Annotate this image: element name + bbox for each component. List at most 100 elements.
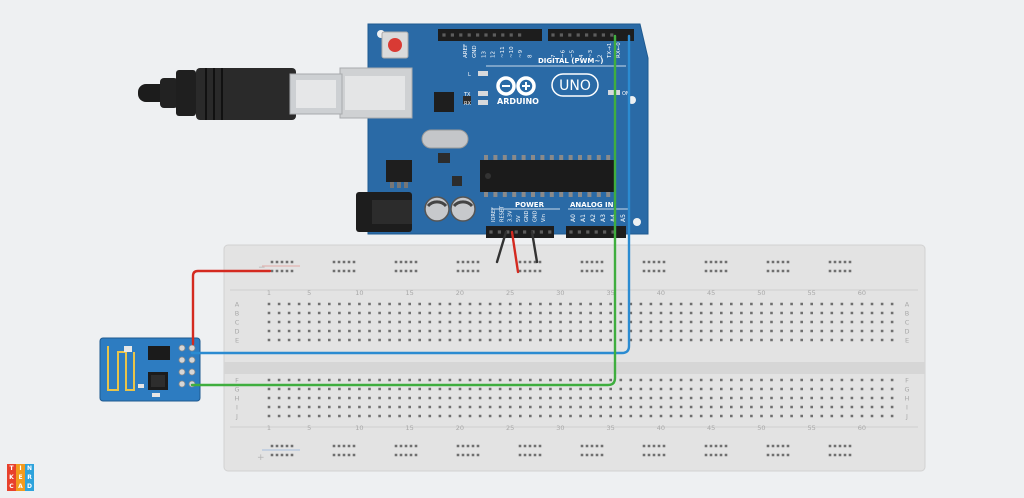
analog-pin-label: A5 [620, 214, 627, 222]
wire-red[interactable] [510, 230, 520, 274]
power-pin-label: Vin [541, 214, 547, 222]
power-pin-label: RESET [499, 205, 505, 222]
row-letter: B [235, 310, 239, 318]
row-letter: I [236, 404, 238, 412]
column-number: 15 [406, 289, 414, 297]
row-letter: E [235, 337, 239, 345]
column-number: 30 [556, 424, 564, 432]
column-number: 25 [506, 424, 514, 432]
logo-letter: C [7, 482, 16, 491]
wire-red[interactable] [191, 269, 272, 346]
logo-letter: E [16, 473, 25, 482]
row-letter: H [235, 395, 240, 403]
power-pin-label: 5V [516, 215, 522, 222]
usb-chip [434, 92, 454, 112]
column-number: 25 [506, 289, 514, 297]
arduino-brand: ARDUINO [497, 97, 539, 106]
logo-letter: D [25, 482, 34, 491]
analog-pin-label: A4 [610, 214, 617, 222]
column-number: 55 [808, 289, 816, 297]
column-number: 60 [858, 424, 866, 432]
led-rx [478, 100, 488, 105]
arduino-logo-symbols-icon [502, 82, 530, 90]
analog-in-label: ANALOG IN [570, 201, 614, 209]
reset-button-cap[interactable] [388, 38, 402, 52]
logo-letter: T [7, 464, 16, 473]
row-letter: J [905, 413, 908, 421]
column-number: 45 [707, 424, 715, 432]
row-letter: A [235, 301, 240, 309]
column-number: 20 [456, 289, 464, 297]
row-letter: D [904, 328, 909, 336]
arduino-uno-board[interactable]: L TX RX ON ARDUINO UNO DIGITAL (PWM~) PO… [339, 23, 649, 238]
digital-pin-label: 8 [527, 54, 533, 58]
digital-header-left[interactable] [438, 29, 542, 41]
column-number: 50 [757, 424, 765, 432]
column-number: 45 [707, 289, 715, 297]
led-label-rx: RX [464, 101, 471, 107]
wire-green[interactable] [190, 34, 617, 387]
power-pin-label: 3.3V [508, 210, 514, 222]
chip-pins [484, 155, 611, 197]
logo-letter: K [7, 473, 16, 482]
row-letter: J [235, 413, 238, 421]
digital-pin-label: TX→1 [607, 43, 613, 59]
esp8266-wifi-module[interactable] [99, 337, 201, 402]
breadboard-holes [267, 302, 894, 418]
column-number: 30 [556, 289, 564, 297]
row-letter: D [234, 328, 239, 336]
wire-blue[interactable] [190, 34, 631, 355]
digital-pin-label: 4 [579, 54, 585, 58]
pcb-antenna-icon [107, 346, 135, 391]
rail-minus-label: − [258, 263, 266, 273]
analog-pin-label: A0 [570, 214, 577, 222]
column-number: 1 [267, 289, 271, 297]
led-label-tx: TX [463, 92, 471, 98]
wire-black[interactable] [530, 230, 539, 264]
digital-pin-label: 12 [491, 51, 497, 58]
column-number: 55 [808, 424, 816, 432]
logo-letter: A [16, 482, 25, 491]
row-letter: C [905, 319, 910, 327]
column-number: 5 [307, 424, 311, 432]
row-letter: C [235, 319, 240, 327]
row-letter: F [905, 377, 909, 385]
wires[interactable] [190, 34, 631, 387]
digital-pin-label: RX←0 [616, 42, 622, 58]
rail-plus-label: + [257, 453, 265, 463]
power-header[interactable] [486, 226, 554, 238]
power-pin-label: IOREF [491, 207, 497, 222]
analog-pin-label: A2 [590, 214, 597, 222]
column-number: 50 [757, 289, 765, 297]
row-letter: I [906, 404, 908, 412]
digital-pin-label: 2 [598, 55, 604, 59]
flash-chip [148, 346, 170, 360]
digital-pin-label: GND [472, 45, 478, 58]
digital-header-right[interactable] [548, 29, 634, 41]
row-letter: F [235, 377, 239, 385]
crystal-oscillator [421, 129, 469, 149]
column-number: 35 [607, 424, 615, 432]
wire-black[interactable] [495, 230, 508, 264]
led-label-l: L [468, 72, 471, 78]
usb-cable[interactable] [138, 68, 343, 120]
column-number: 40 [657, 424, 665, 432]
column-number: 35 [607, 289, 615, 297]
power-pin-label: GND [524, 210, 530, 222]
digital-pin-label: ~11 [500, 46, 506, 58]
led-tx [478, 91, 488, 96]
led-label-on: ON [622, 91, 630, 97]
column-number: 1 [267, 424, 271, 432]
column-number: 60 [858, 289, 866, 297]
digital-pwm-label: DIGITAL (PWM~) [538, 57, 603, 65]
logo-letter: I [16, 464, 25, 473]
column-number: 10 [355, 289, 363, 297]
voltage-regulator [386, 160, 412, 182]
